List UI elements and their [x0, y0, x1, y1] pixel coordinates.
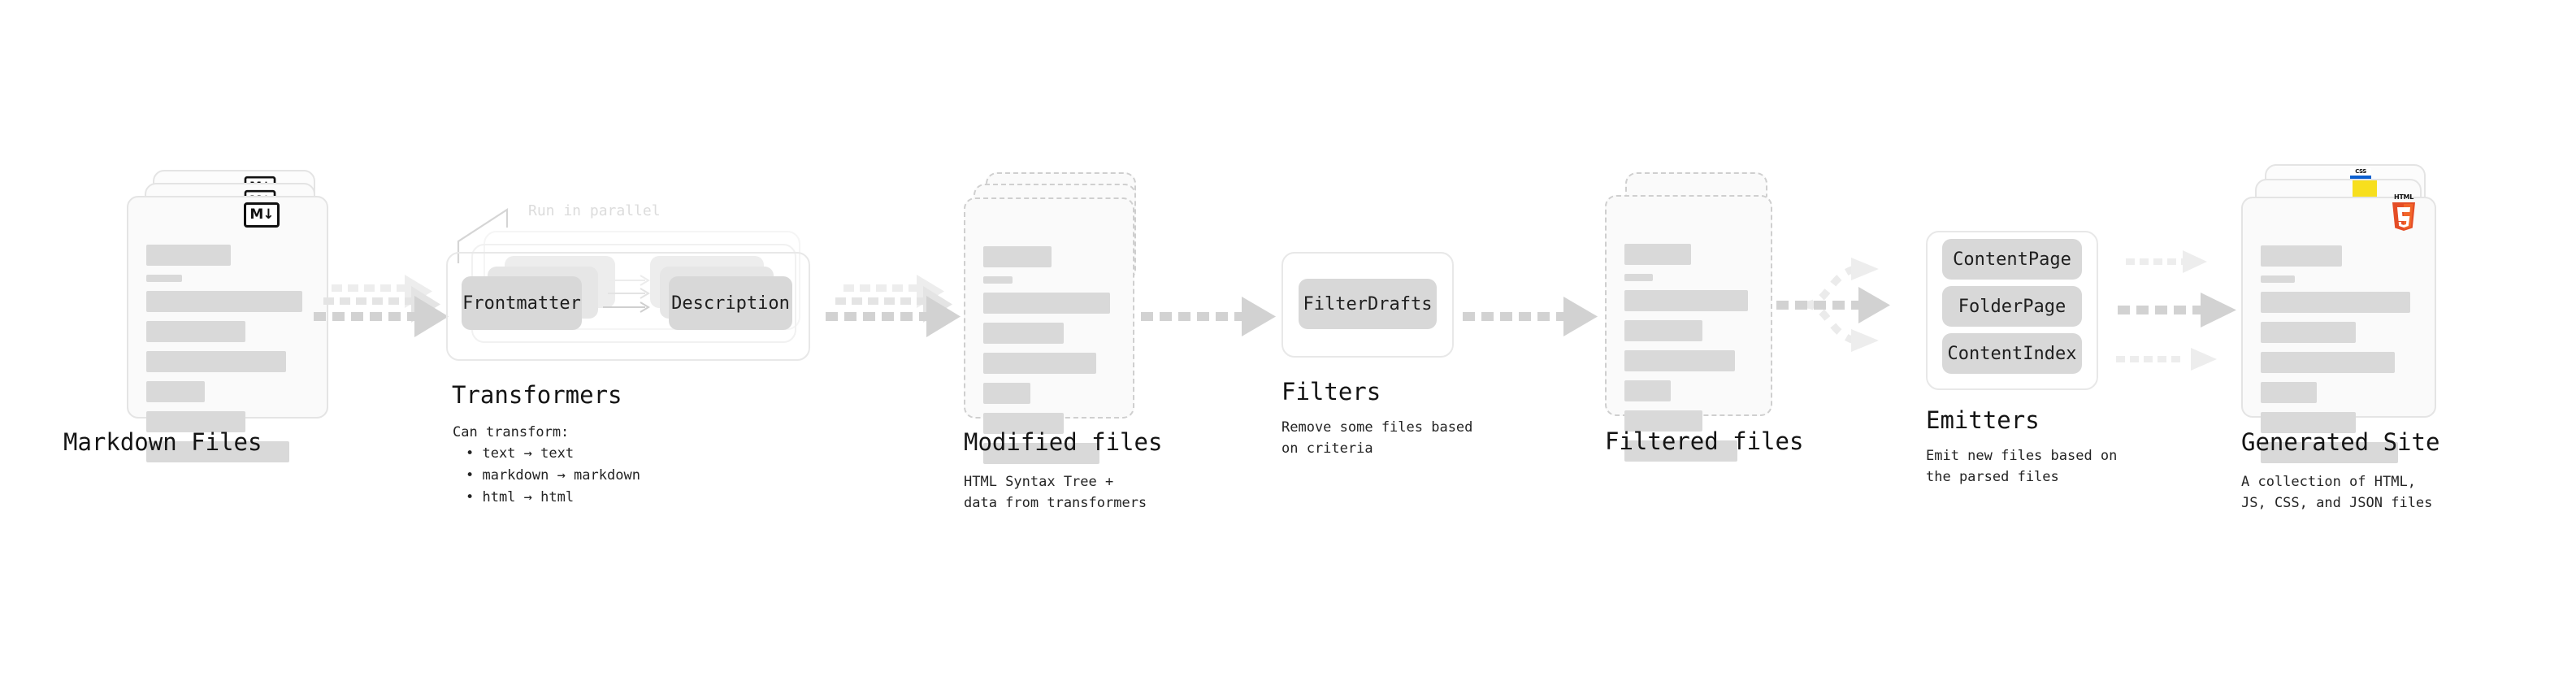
- placeholder-line: [983, 443, 1099, 464]
- connector-transformers-to-modified: [826, 275, 961, 337]
- stage-title-transformers: Transformers: [452, 381, 622, 409]
- placeholder-line: [146, 245, 231, 266]
- emitters-subtitle: Emit new files based on the parsed files: [1926, 448, 2118, 486]
- css-badge: CSS: [2350, 168, 2371, 180]
- transformers-bullet-2: • html → html: [466, 489, 575, 505]
- placeholder-line: [983, 383, 1031, 404]
- placeholder-line: [146, 351, 286, 372]
- connector-frontmatter-to-description: [603, 275, 650, 313]
- filters-panel: [1281, 252, 1454, 358]
- placeholder-line: [983, 353, 1097, 374]
- placeholder-line: [146, 321, 245, 342]
- placeholder-line: [1624, 244, 1692, 265]
- stage-title-filtered-files: Filtered files: [1605, 427, 1804, 455]
- placeholder-line: [2261, 292, 2411, 313]
- chip-description[interactable]: Description: [669, 276, 792, 330]
- card-placeholder-lines: [2261, 245, 2417, 463]
- transformers-bullet-0: • text → text: [466, 445, 575, 462]
- stage-title-generated-site: Generated Site: [2241, 428, 2440, 456]
- card-placeholder-lines: [983, 246, 1115, 464]
- filters-subtitle: Remove some files based on criteria: [1281, 419, 1473, 458]
- modified-files-subtitle: HTML Syntax Tree + data from transformer…: [964, 474, 1147, 512]
- placeholder-line: [146, 441, 289, 462]
- modified-card-front: [964, 197, 1134, 464]
- placeholder-line: [2261, 412, 2357, 433]
- markdown-badge: M↓: [244, 202, 280, 228]
- placeholder-line: [1624, 274, 1653, 281]
- connector-filtered-to-emitters: [1776, 258, 1890, 352]
- placeholder-line: [2261, 352, 2396, 373]
- stage-title-modified-files: Modified files: [964, 428, 1163, 456]
- placeholder-line: [2261, 382, 2318, 403]
- chip-frontmatter[interactable]: Frontmatter: [462, 276, 582, 330]
- card-placeholder-lines: [1624, 244, 1753, 462]
- stage-title-emitters: Emitters: [1926, 406, 2040, 434]
- placeholder-line: [983, 413, 1064, 434]
- emitters-panel: [1926, 231, 2098, 390]
- generated-site-subtitle: A collection of HTML, JS, CSS, and JSON …: [2241, 474, 2433, 512]
- transformers-bullet-1: • markdown → markdown: [466, 467, 640, 484]
- placeholder-line: [1624, 290, 1748, 311]
- placeholder-line: [146, 381, 205, 402]
- card-placeholder-lines: [146, 245, 309, 462]
- connector-markdown-to-transformers: [314, 275, 449, 337]
- placeholder-line: [983, 323, 1064, 344]
- placeholder-line: [1624, 380, 1671, 401]
- run-in-parallel-label: Run in parallel: [528, 202, 661, 219]
- placeholder-line: [2261, 245, 2342, 267]
- site-card-front: [2241, 197, 2436, 463]
- placeholder-line: [1624, 350, 1735, 371]
- transformer-panel-front: [446, 252, 810, 361]
- placeholder-line: [146, 291, 302, 312]
- placeholder-line: [2261, 275, 2296, 283]
- stage-title-filters: Filters: [1281, 378, 1381, 406]
- placeholder-line: [983, 293, 1110, 314]
- stage-title-markdown-files: Markdown Files: [63, 428, 262, 456]
- filtered-card-front: [1605, 195, 1772, 462]
- chip-folderpage[interactable]: FolderPage: [1942, 286, 2082, 327]
- js-badge: [2353, 180, 2377, 198]
- connector-emitters-to-site: [2116, 250, 2236, 371]
- css-badge-label: CSS: [2350, 168, 2371, 176]
- connector-modified-to-filters: [1141, 297, 1276, 336]
- chip-contentpage[interactable]: ContentPage: [1942, 239, 2082, 280]
- html5-badge: HTML: [2392, 193, 2415, 231]
- placeholder-line: [2261, 442, 2398, 463]
- placeholder-line: [983, 246, 1052, 267]
- placeholder-line: [1624, 440, 1738, 462]
- placeholder-line: [983, 276, 1013, 284]
- placeholder-line: [1624, 320, 1703, 341]
- svg-text:HTML: HTML: [2394, 193, 2413, 201]
- chip-contentindex[interactable]: ContentIndex: [1942, 333, 2082, 374]
- placeholder-line: [2261, 322, 2357, 343]
- placeholder-line: [146, 411, 245, 432]
- chip-filterdrafts[interactable]: FilterDrafts: [1299, 279, 1437, 329]
- transformers-subtitle: Can transform:: [453, 424, 570, 440]
- connector-filters-to-filtered: [1463, 297, 1598, 336]
- placeholder-line: [146, 275, 182, 282]
- markdown-card-front: [127, 196, 328, 462]
- placeholder-line: [1624, 410, 1703, 432]
